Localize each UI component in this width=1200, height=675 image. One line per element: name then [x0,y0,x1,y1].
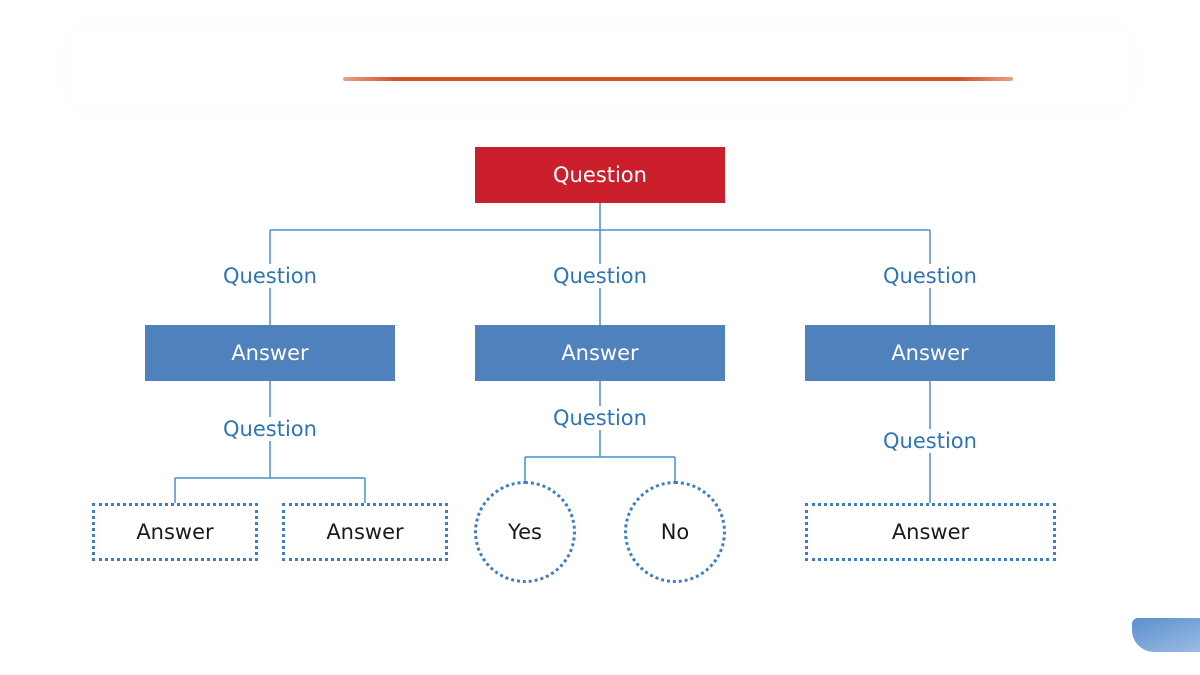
slide-corner-tab [1132,618,1200,652]
branch-2-sub-question-label: Question [551,406,649,430]
title-underline [343,77,1013,81]
branch-3-question-label: Question [881,264,979,288]
branch-1-leaf-1-label: Answer [136,520,214,544]
branch-2-leaf-2-circle: No [624,481,726,583]
branch-1-answer-label: Answer [231,341,309,365]
branch-2-leaf-1-label: Yes [508,520,542,544]
branch-1-sub-question-label: Question [221,417,319,441]
branch-3-leaf-1-box: Answer [805,503,1056,561]
branch-1-question-label: Question [221,264,319,288]
root-question-box: Question [475,147,725,203]
branch-1-leaf-1-box: Answer [92,503,258,561]
branch-1-leaf-2-label: Answer [326,520,404,544]
branch-1-leaf-2-box: Answer [282,503,448,561]
branch-3-answer-label: Answer [891,341,969,365]
branch-2-answer-label: Answer [561,341,639,365]
branch-2-leaf-1-circle: Yes [474,481,576,583]
branch-1-answer-box: Answer [145,325,395,381]
branch-3-answer-box: Answer [805,325,1055,381]
branch-3-sub-question-label: Question [881,429,979,453]
branch-3-leaf-1-label: Answer [891,520,970,544]
title-placeholder [70,28,1130,108]
root-question-label: Question [553,163,647,187]
branch-2-answer-box: Answer [475,325,725,381]
branch-2-leaf-2-label: No [660,520,690,544]
branch-2-question-label: Question [551,264,649,288]
